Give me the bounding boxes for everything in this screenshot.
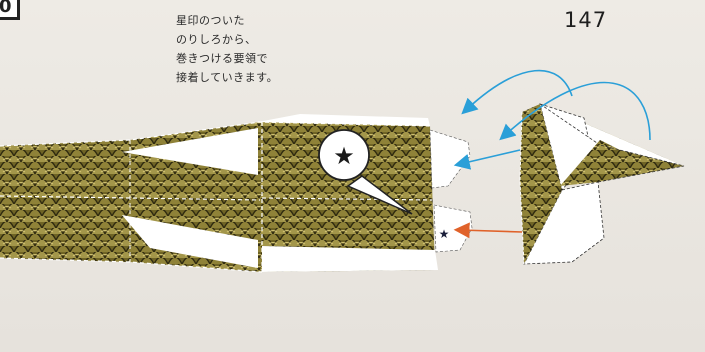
blue-straight-arrow-icon	[453, 149, 521, 170]
snake-head-box	[257, 114, 473, 272]
blue-curved-arrow-icon	[461, 69, 573, 115]
instruction-text: 星印のついた のりしろから、 巻きつける要領で 接着していきます。	[176, 11, 278, 87]
star-callout-icon: ★	[333, 142, 355, 170]
instruction-line: のりしろから、	[176, 33, 257, 46]
instruction-line: 巻きつける要領で	[176, 52, 268, 65]
orange-arrow-icon	[453, 222, 523, 239]
instruction-line: 接着していきます。	[176, 71, 279, 84]
snake-head-piece	[519, 103, 685, 265]
step-number-box: 0	[0, 0, 20, 20]
instruction-line: 星印のついた	[176, 14, 245, 27]
page-number: 147	[564, 8, 608, 32]
step-number: 0	[0, 0, 12, 17]
snake-body-tube	[0, 121, 263, 273]
blue-curved-arrow-icon	[499, 81, 651, 141]
star-callout: ★	[318, 129, 413, 215]
star-mark-icon: ★	[439, 227, 450, 241]
